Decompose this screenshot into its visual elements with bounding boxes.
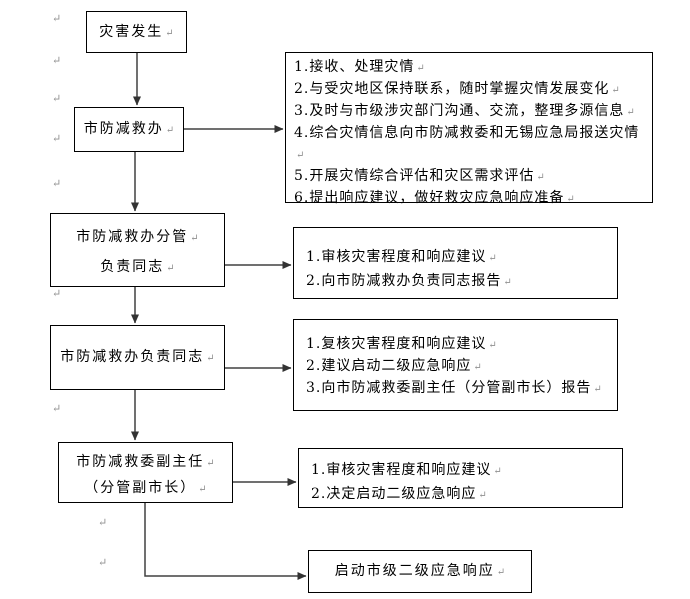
task-line: 2.建议启动二级应急响应↵ [306,356,609,378]
return-mark: ↵ [478,490,487,501]
task-text: 2.向市防减救办负责同志报告 [306,273,502,289]
node-disaster-occurrence: 灾害发生↵ [86,11,187,53]
return-mark: ↵ [296,150,305,161]
task-line: 2.决定启动二级应急响应↵ [311,483,614,507]
detail-lead-review: 1.复核灾害程度和响应建议↵ 2.建议启动二级应急响应↵ 3.向市防减救委副主任… [293,319,618,411]
task-line: 2.向市防减救办负责同志报告↵ [306,270,609,294]
task-text: 2.建议启动二级应急响应 [306,358,472,374]
paragraph-return-mark: ↵ [52,54,62,67]
node-label: 启动市级二级应急响应 [334,563,495,579]
node-city-office: 市防减救办↵ [74,107,184,152]
paragraph-return-mark: ↵ [52,12,62,25]
return-mark: ↵ [503,277,512,288]
task-line: 1.审核灾害程度和响应建议↵ [311,459,614,483]
return-mark: ↵ [198,484,207,495]
detail-office-tasks: 1.接收、处理灾情↵ 2.与受灾地区保持联系，随时掌握灾情发展变化↵ 3.及时与… [285,52,653,206]
task-text: 1.审核灾害程度和响应建议 [306,249,487,265]
return-mark: ↵ [488,253,497,264]
task-text: 3.向市防减救委副主任（分管副市长）报告 [306,380,592,396]
task-line: 6.提出响应建议，做好救灾应急响应准备↵ [294,188,640,210]
paragraph-return-mark: ↵ [52,402,62,415]
task-text: 1.接收、处理灾情 [294,59,415,75]
arrow-vice-to-activation [144,503,307,580]
task-text: 2.与受灾地区保持联系，随时掌握灾情发展变化 [294,81,610,97]
task-line: 3.及时与市级涉灾部门沟通、交流，整理多源信息↵ [294,101,640,123]
node-label-line: （分管副市长）↵ [59,476,232,502]
return-mark: ↵ [611,85,620,96]
return-mark: ↵ [566,194,575,205]
task-text: 2.决定启动二级应急响应 [311,486,477,502]
node-label-line: 负责同志↵ [51,253,224,283]
task-text: 3.及时与市级涉灾部门沟通、交流，整理多源信息 [294,103,625,119]
node-label-line: 市防减救办分管↵ [51,223,224,253]
task-line: 1.复核灾害程度和响应建议↵ [306,334,609,356]
node-committee-vice-director: 市防减救委副主任↵ （分管副市长）↵ [58,442,233,503]
node-label: 市防减救办分管 [76,229,189,245]
task-line: 1.审核灾害程度和响应建议↵ [306,246,609,270]
task-line: 3.向市防减救委副主任（分管副市长）报告↵ [306,378,609,400]
return-mark: ↵ [165,125,175,136]
node-label: 市防减救委副主任 [76,454,205,470]
detail-vice-decision: 1.审核灾害程度和响应建议↵ 2.决定启动二级应急响应↵ [298,448,623,508]
node-label-line: 市防减救委副主任↵ [59,450,232,476]
return-mark: ↵ [190,233,199,244]
return-mark: ↵ [166,263,175,274]
paragraph-return-mark: ↵ [52,132,62,145]
return-mark: ↵ [473,362,482,373]
node-label: 负责同志 [100,259,165,275]
node-label: 市防减救办负责同志 [60,349,205,365]
return-mark: ↵ [416,63,425,74]
paragraph-return-mark: ↵ [52,92,62,105]
node-activate-level2-response: 启动市级二级应急响应↵ [308,550,532,593]
node-office-deputy-lead: 市防减救办分管↵ 负责同志↵ [50,213,225,287]
task-text: 1.审核灾害程度和响应建议 [311,462,492,478]
return-mark: ↵ [496,567,506,578]
return-mark: ↵ [206,458,215,469]
node-label: 灾害发生 [99,24,164,40]
node-label: 市防减救办 [83,121,164,137]
task-text: 5.开展灾情综合评估和灾区需求评估 [294,168,535,184]
detail-deputy-review: 1.审核灾害程度和响应建议↵ 2.向市防减救办负责同志报告↵ [293,227,618,299]
task-text: 1.复核灾害程度和响应建议 [306,336,487,352]
return-mark: ↵ [493,466,502,477]
task-line: 4.综合灾情信息向市防减救委和无锡应急局报送灾情 ↵ [294,123,640,166]
return-mark: ↵ [488,340,497,351]
return-mark: ↵ [593,384,602,395]
paragraph-return-mark: ↵ [98,556,108,569]
paragraph-return-mark: ↵ [52,287,62,300]
task-text: 4.综合灾情信息向市防减救委和无锡应急局报送灾情 [294,125,640,141]
return-mark: ↵ [626,107,635,118]
return-mark: ↵ [536,172,545,183]
paragraph-return-mark: ↵ [52,177,62,190]
task-line: 5.开展灾情综合评估和灾区需求评估↵ [294,166,640,188]
paragraph-return-mark: ↵ [98,516,108,529]
task-line: 2.与受灾地区保持联系，随时掌握灾情发展变化↵ [294,79,640,101]
task-line: 1.接收、处理灾情↵ [294,57,640,79]
node-office-lead: 市防减救办负责同志↵ [50,325,225,390]
task-text: 6.提出响应建议，做好救灾应急响应准备 [294,190,565,206]
return-mark: ↵ [206,353,215,364]
node-label: （分管副市长） [84,480,197,496]
return-mark: ↵ [165,28,174,39]
